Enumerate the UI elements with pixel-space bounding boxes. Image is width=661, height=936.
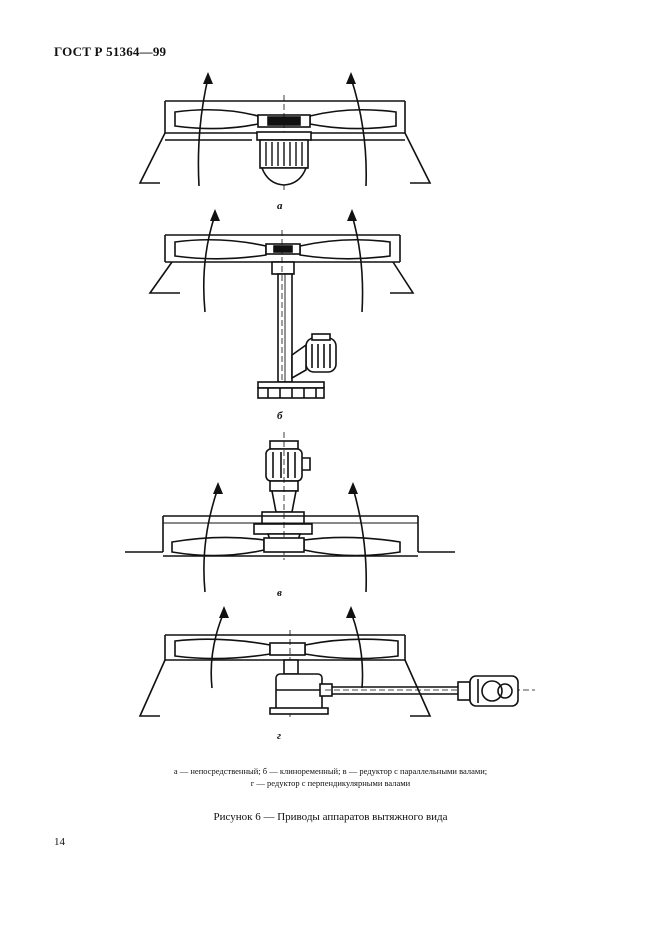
document-header: ГОСТ Р 51364—99	[54, 44, 167, 59]
legend-line-1: а — непосредственный; б — клиноременный;…	[173, 766, 488, 776]
figure-title: Рисунок 6 — Приводы аппаратов вытяжного …	[213, 811, 448, 823]
blade-left-d	[174, 638, 271, 660]
figure-label-a: а	[277, 200, 283, 212]
blade-left-b	[174, 238, 267, 260]
figure-label-b: б	[277, 410, 283, 422]
blade-left-a	[174, 108, 259, 130]
page-number: 14	[54, 836, 65, 848]
blade-right-d	[304, 638, 399, 660]
figure-d-perpendicular-gearbox	[138, 606, 535, 720]
figure-b-vbelt-drive	[148, 209, 415, 399]
blade-right-c	[303, 536, 401, 557]
figure-c-parallel-gearbox	[125, 432, 455, 593]
blade-right-a	[309, 108, 397, 130]
figure-label-d: г	[277, 730, 282, 742]
blade-right-b	[299, 238, 391, 260]
legend-line-2: г — редуктор с перпендикулярными валами	[250, 778, 411, 788]
figure-a-direct-drive	[138, 72, 432, 190]
blade-left-c	[171, 536, 265, 557]
figure-legend: а — непосредственный; б — клиноременный;…	[0, 765, 661, 789]
figure-label-c: в	[277, 587, 282, 599]
